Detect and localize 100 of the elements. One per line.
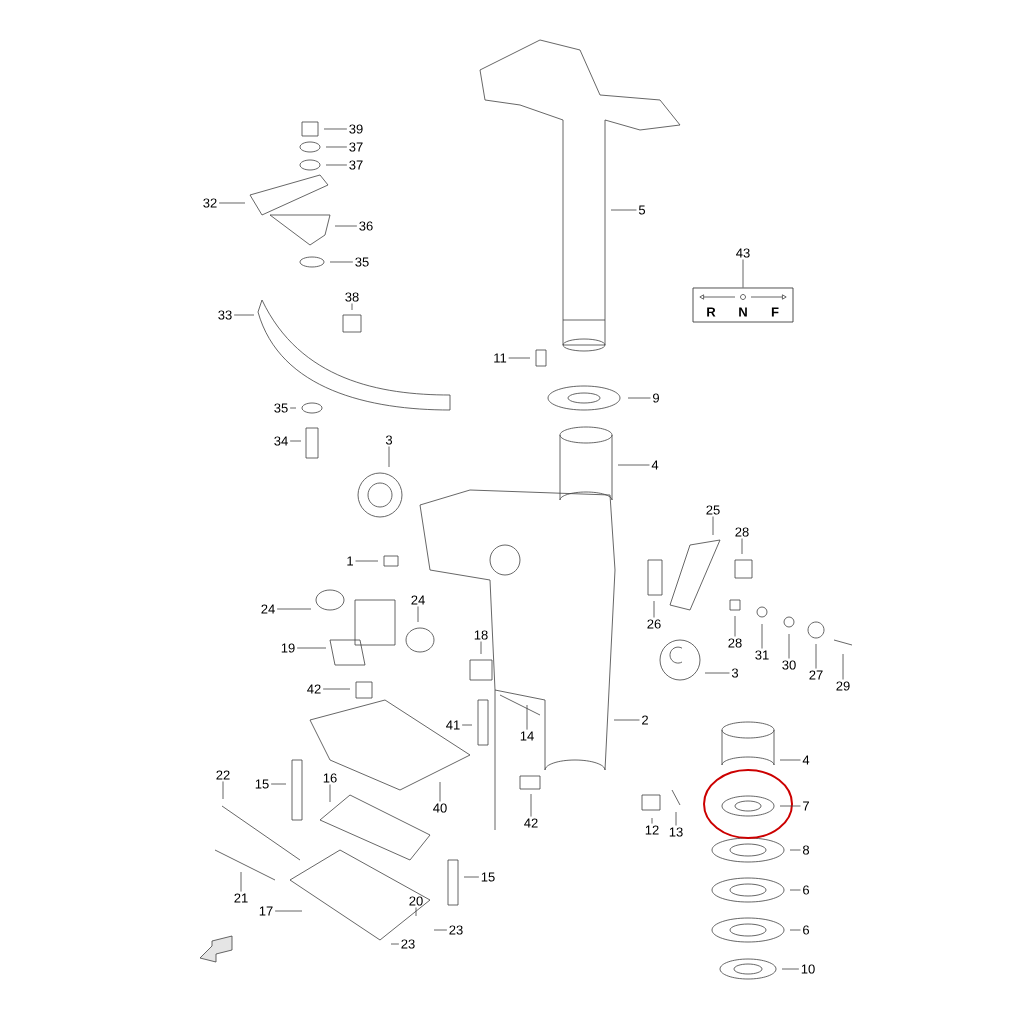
callout-number: 16 [323, 773, 337, 783]
leader-line [789, 849, 801, 851]
callout-number: 8 [802, 845, 810, 855]
leader-line [240, 871, 242, 892]
leader-line [461, 724, 473, 726]
callout-number: 23 [449, 925, 463, 935]
leader-line [653, 600, 655, 618]
leader-line [325, 146, 348, 148]
leader-line [617, 464, 650, 466]
leader-line [508, 357, 531, 359]
leader-line [222, 781, 224, 800]
callout-number: 14 [520, 731, 534, 741]
shift-letter: R [707, 307, 716, 317]
leader-line [334, 225, 358, 227]
callout-number: 12 [645, 825, 659, 835]
callout-number: 9 [653, 393, 659, 403]
callout-number: 26 [647, 619, 661, 629]
leader-line [355, 560, 379, 562]
leader-line [439, 781, 441, 802]
callout-number: 42 [307, 684, 321, 694]
leader-line [276, 608, 312, 610]
leader-line [734, 615, 736, 637]
leader-line [322, 688, 351, 690]
callout-number: 19 [281, 643, 295, 653]
callout-number: 15 [481, 872, 495, 882]
callout-number: 28 [735, 527, 749, 537]
callout-number: 32 [203, 198, 217, 208]
callout-number: 31 [755, 650, 769, 660]
shift-letter: N [739, 307, 747, 317]
leader-line [218, 202, 246, 204]
leader-line [530, 793, 532, 817]
leader-line [779, 759, 801, 761]
shift-position-plate [692, 287, 794, 323]
leader-line [712, 516, 714, 536]
callout-number: 22 [216, 770, 230, 780]
leader-line [675, 811, 677, 826]
leader-line [289, 440, 302, 442]
leader-line [274, 910, 303, 912]
callout-number: 3 [385, 435, 393, 445]
callout-number: 43 [736, 248, 750, 258]
callout-number: 15 [255, 779, 269, 789]
callout-number: 40 [433, 803, 447, 813]
leader-line [788, 633, 790, 659]
shift-letter: F [771, 307, 779, 317]
leader-line [417, 606, 419, 623]
leader-line [815, 643, 817, 669]
callout-number: 5 [638, 205, 646, 215]
callout-number: 4 [651, 460, 659, 470]
callout-number: 37 [349, 160, 363, 170]
leader-line [613, 719, 640, 721]
leader-line [610, 209, 637, 211]
leader-line [270, 783, 287, 785]
leader-line [329, 261, 354, 263]
leader-line [463, 876, 480, 878]
callout-number: 27 [809, 670, 823, 680]
callout-number: 21 [234, 893, 248, 903]
callout-number: 24 [411, 595, 425, 605]
callout-number: 23 [401, 939, 415, 949]
callout-number: 33 [218, 310, 232, 320]
leader-line [526, 704, 528, 731]
callout-number: 11 [494, 353, 507, 363]
leader-line [480, 641, 482, 655]
callout-number: 6 [803, 885, 810, 895]
callout-number: 20 [409, 896, 423, 906]
callout-number: 30 [782, 660, 796, 670]
leader-line [761, 623, 763, 649]
leader-line [781, 968, 800, 970]
callout-number: 38 [345, 292, 359, 302]
leader-line [789, 929, 801, 931]
leader-line [329, 784, 331, 803]
leader-line [351, 303, 353, 311]
leader-line [415, 907, 417, 917]
leader-line [390, 943, 400, 945]
leader-line [651, 817, 653, 824]
leader-line [233, 314, 255, 316]
leader-line [704, 672, 730, 674]
callout-number: 24 [261, 604, 275, 614]
leader-line [325, 164, 348, 166]
callout-number: 37 [349, 142, 363, 152]
leader-line [388, 446, 390, 468]
callout-number: 36 [359, 221, 373, 231]
leader-line [742, 259, 744, 288]
callout-number: 17 [259, 906, 273, 916]
callout-number: 25 [706, 505, 720, 515]
callout-number: 39 [349, 124, 363, 134]
callout-number: 3 [731, 668, 739, 678]
leader-line [433, 929, 448, 931]
leader-line [779, 805, 801, 807]
callout-number: 35 [274, 403, 288, 413]
callout-number: 35 [355, 257, 369, 267]
callout-number: 4 [802, 755, 810, 765]
callout-number: 41 [446, 720, 460, 730]
callout-number: 34 [274, 436, 288, 446]
leader-line [627, 397, 651, 399]
leader-line [323, 128, 348, 130]
leader-line [296, 647, 327, 649]
leader-line [842, 653, 844, 680]
leader-line [741, 538, 743, 555]
callout-number: 18 [474, 630, 488, 640]
callout-number: 42 [524, 818, 538, 828]
